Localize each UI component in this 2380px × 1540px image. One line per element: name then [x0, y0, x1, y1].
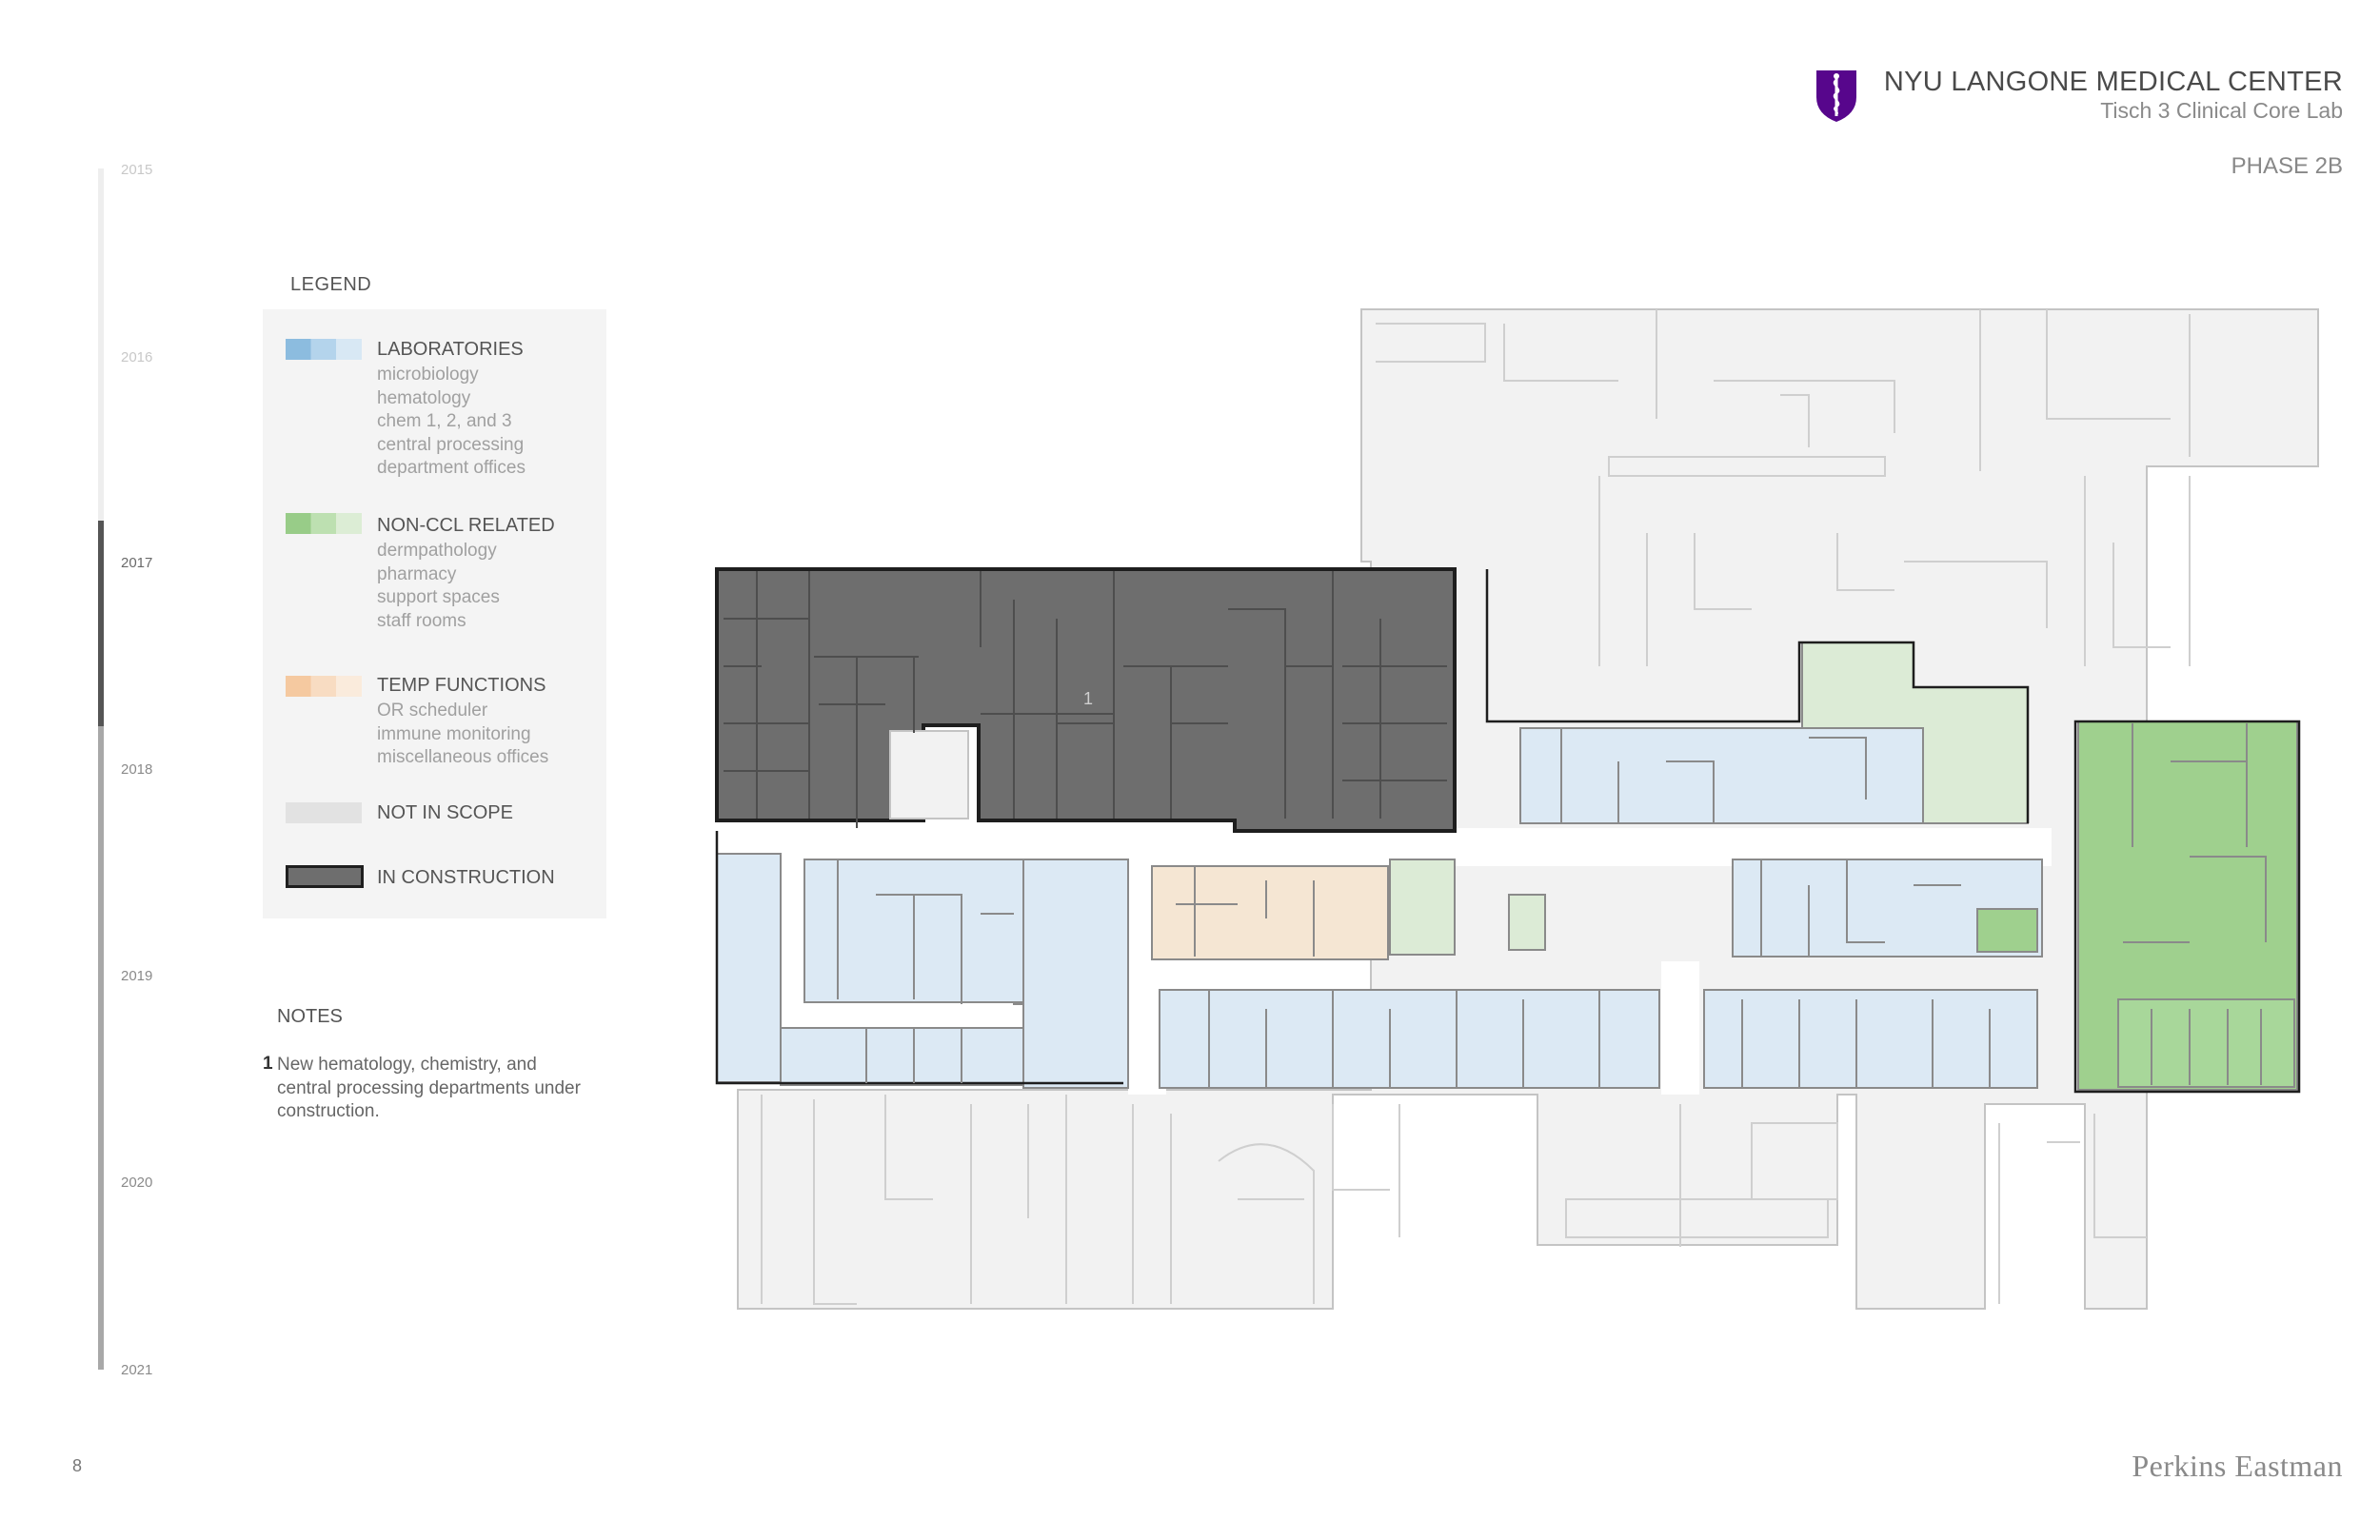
nyu-torch-shield-icon	[1816, 70, 1856, 122]
legend-item: OR scheduler	[377, 701, 488, 721]
legend-label-not-in-scope: NOT IN SCOPE	[377, 802, 513, 823]
note-number: 1	[263, 1054, 273, 1074]
timeline-segment-past	[98, 168, 104, 521]
legend-title: LEGEND	[290, 274, 372, 295]
legend-items-temp-functions: OR scheduler immune monitoring miscellan…	[377, 700, 548, 770]
legend-item: department offices	[377, 458, 526, 478]
page-number: 8	[72, 1456, 83, 1475]
project-subtitle: Tisch 3 Clinical Core Lab	[2100, 98, 2343, 123]
legend-label-non-ccl: NON-CCL RELATED	[377, 515, 555, 536]
legend-item: staff rooms	[377, 610, 466, 631]
timeline-year-2020: 2020	[121, 1175, 153, 1191]
legend-item: miscellaneous offices	[377, 747, 549, 767]
temp-function-areas	[1151, 865, 1389, 960]
legend-label-in-construction: IN CONSTRUCTION	[377, 867, 555, 888]
timeline-year-2017: 2017	[121, 555, 153, 571]
phase-label: PHASE 2B	[2231, 153, 2343, 179]
timeline-segment-current	[98, 521, 104, 726]
legend-item: pharmacy	[377, 563, 457, 584]
laboratory-areas	[716, 727, 2043, 1089]
in-construction-area	[715, 567, 1457, 833]
legend-item: hematology	[377, 387, 471, 408]
timeline-year-2016: 2016	[121, 349, 153, 365]
floor-plan: 1	[715, 308, 2319, 1310]
legend-item: dermpathology	[377, 541, 497, 561]
legend-item: immune monitoring	[377, 723, 531, 744]
legend-item: chem 1, 2, and 3	[377, 411, 512, 431]
organization-title: NYU LANGONE MEDICAL CENTER	[1883, 67, 2343, 97]
timeline-year-2018: 2018	[121, 761, 153, 778]
timeline-year-2015: 2015	[121, 162, 153, 178]
legend-item: microbiology	[377, 365, 479, 385]
legend-item: support spaces	[377, 587, 500, 607]
legend-label-temp-functions: TEMP FUNCTIONS	[377, 675, 546, 696]
scope-outline	[715, 569, 2301, 1094]
timeline-year-2021: 2021	[121, 1362, 153, 1378]
timeline-segment-future	[98, 726, 104, 1370]
legend-swatch-temp-functions	[286, 676, 362, 697]
legend-swatch-in-construction	[286, 865, 364, 888]
legend-items-laboratories: microbiology hematology chem 1, 2, and 3…	[377, 364, 526, 481]
note-text: New hematology, chemistry, and central p…	[277, 1055, 581, 1121]
firm-name: Perkins Eastman	[2132, 1449, 2343, 1483]
legend-item: central processing	[377, 434, 525, 455]
legend-items-non-ccl: dermpathology pharmacy support spaces st…	[377, 540, 500, 633]
legend-swatch-laboratories	[286, 339, 362, 360]
not-in-scope-detail-lines	[761, 309, 2191, 1305]
legend-swatch-not-in-scope	[286, 802, 362, 823]
legend-swatch-non-ccl	[286, 513, 362, 534]
room-partition-lines	[837, 723, 2267, 1088]
notes-title: NOTES	[277, 1006, 343, 1027]
legend-label-laboratories: LABORATORIES	[377, 339, 524, 360]
construction-callout-number: 1	[1083, 689, 1093, 708]
in-construction-room-lines	[724, 571, 1447, 828]
timeline-year-2019: 2019	[121, 968, 153, 984]
